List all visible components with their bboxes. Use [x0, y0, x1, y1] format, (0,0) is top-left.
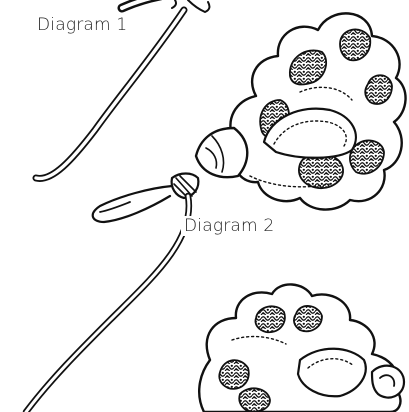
flower-with-cord-illustration	[26, 196, 189, 412]
diagram-1-caption: Diagram 1	[34, 15, 130, 35]
diagram-2-caption: Diagram 2	[181, 216, 277, 236]
flower-partial-illustration	[199, 284, 404, 412]
